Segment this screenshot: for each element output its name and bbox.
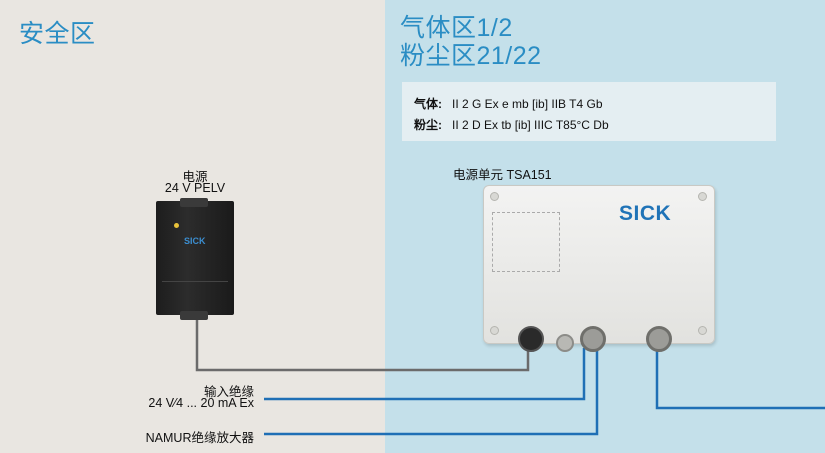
tsa151-enclosure: SICK (483, 185, 715, 344)
psu-terminal-bottom (180, 311, 208, 320)
power-cable (197, 318, 528, 370)
cable-gland-icon (518, 326, 544, 352)
m12-connector-icon (646, 326, 672, 352)
m12-connector-icon (580, 326, 606, 352)
psu-divider (162, 281, 228, 282)
psu-terminal-top (180, 198, 208, 207)
isolated-input-wire (264, 348, 584, 399)
isolated-input-range: 24 V⁄4 ... 20 mA Ex (100, 396, 254, 410)
screw-icon (698, 192, 707, 201)
warning-label-area (492, 212, 560, 272)
power-supply-device: SICK (156, 201, 234, 315)
psu-voltage-label: 24 V PELV (145, 181, 245, 195)
namur-amplifier-label: NAMUR绝缘放大器 (100, 427, 254, 446)
psu-led-icon (174, 223, 179, 228)
screw-icon (490, 326, 499, 335)
namur-wire (264, 348, 597, 434)
tsa151-brand: SICK (619, 202, 671, 226)
screw-icon (698, 326, 707, 335)
blind-plug-icon (556, 334, 574, 352)
power-unit-label: 电源单元 TSA151 (453, 164, 552, 183)
outgoing-wire (657, 345, 825, 408)
screw-icon (490, 192, 499, 201)
psu-brand: SICK (184, 236, 206, 246)
